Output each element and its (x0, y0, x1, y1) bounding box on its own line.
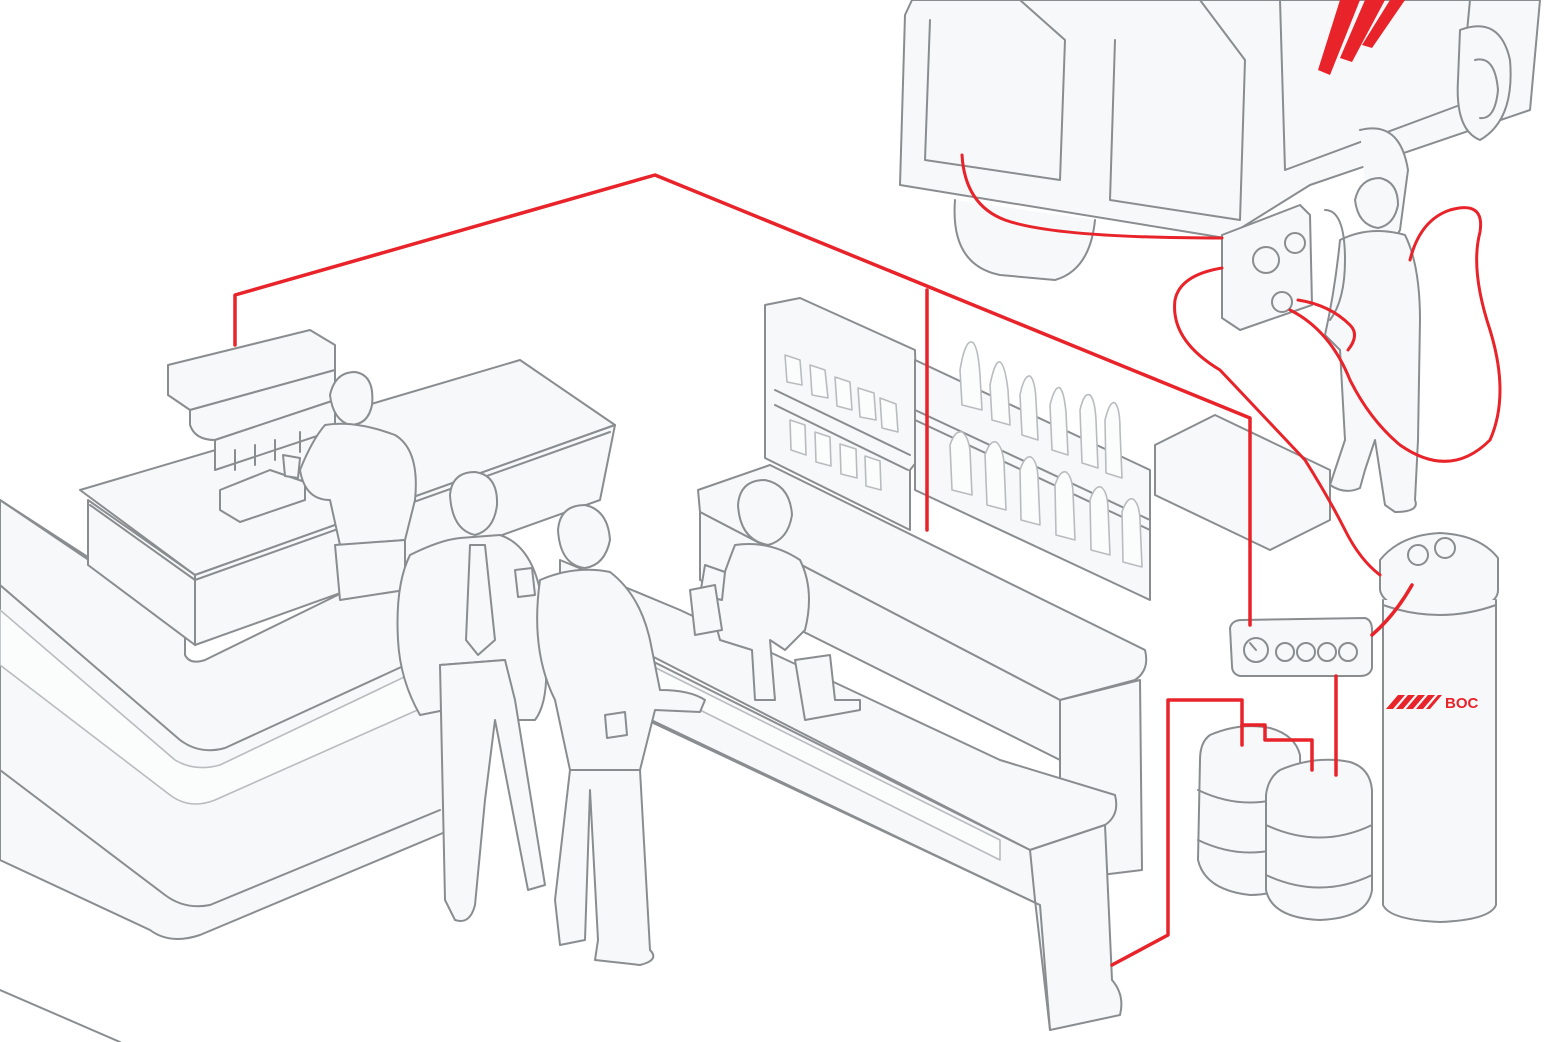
bartender-left (282, 371, 417, 601)
fill-unit-gauge-1-icon (1252, 246, 1280, 274)
fill-unit-nozzle-hose (1296, 298, 1356, 352)
drinks-dispenser (167, 329, 336, 523)
keg-front (1265, 758, 1373, 921)
fill-unit-gauge-2-icon (1284, 232, 1306, 254)
truck-logo-stripes (1318, 0, 1360, 75)
flow-dial-4-icon (1338, 642, 1358, 662)
flow-dial-2-icon (1296, 642, 1316, 662)
customer-right (536, 504, 706, 966)
gas-cylinder: BOC (1379, 532, 1499, 923)
gas-line-keg-to-tap (1110, 698, 1244, 967)
cylinder-brand-label: BOC (1445, 695, 1479, 712)
shelf-bottles (784, 341, 1143, 568)
gas-line-dispenser (233, 173, 1252, 627)
left-bar-counter (0, 499, 471, 1042)
gas-supply-lines (233, 153, 1502, 967)
boc-brand-logo: BOC (1386, 695, 1479, 712)
flow-dial-1-icon (1275, 642, 1295, 662)
bartender-right (689, 479, 861, 721)
gas-line-keg-link (1240, 723, 1314, 772)
customer-left (396, 471, 548, 922)
bottle-shelves (764, 297, 1331, 601)
beer-kegs (1197, 725, 1373, 921)
gas-control-panel (1229, 617, 1373, 677)
truck-fill-hose (960, 153, 1224, 240)
fill-unit-hose-left (1173, 266, 1382, 577)
flow-dial-3-icon (1317, 642, 1337, 662)
fill-unit-hose-right (1288, 206, 1502, 463)
gas-line-cylinder-panel (1370, 583, 1414, 637)
